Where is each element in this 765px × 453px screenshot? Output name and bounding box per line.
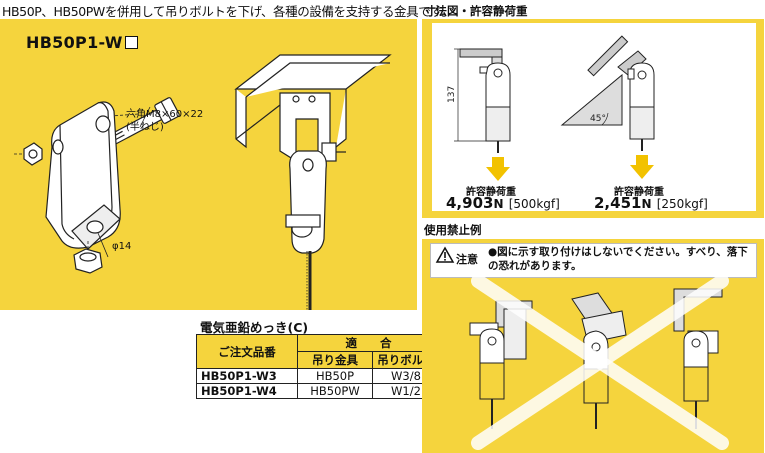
header-order-code: ご注文品番 [196, 334, 298, 369]
angle-dim-label: 45° [590, 114, 606, 124]
load-label-2: 許容静荷重 [614, 187, 664, 198]
prohibited-title: 使用禁止例 [424, 223, 482, 237]
model-variant-box [124, 36, 138, 49]
warning-box [430, 243, 757, 278]
spec-table-title: 電気亜鉛めっき(C) [200, 320, 309, 335]
model-title: HB50P1-W [26, 33, 138, 52]
dimension-title: 寸法図・許容静荷重 [424, 4, 528, 18]
bracket-exploded-drawing [14, 54, 392, 310]
header-hanger: 吊り金具 [297, 351, 373, 369]
table-row: HB50P1-W3 HB50P W3/8 [196, 368, 440, 384]
warning-label: 注意 [456, 253, 478, 266]
dimension-drawing: 137 45° [447, 35, 655, 181]
table-row: HB50P1-W4 HB50PW W1/2 [196, 383, 440, 399]
warning-triangle-icon [435, 246, 455, 263]
load-value-2: 2,451N [250kgf] [594, 194, 708, 212]
prohibited-examples-drawing [469, 274, 729, 450]
header-fit: 適 合 [297, 334, 440, 352]
spec-table: ご注文品番 適 合 吊り金具 吊りボルト HB50P1-W3 HB50P W3/… [196, 334, 440, 399]
bolt-spec-label: 六角M8×60×22 (半ねじ) [126, 109, 204, 133]
intro-text: HB50P、HB50PWを併用して吊りボルトを下げ、各種の設備を支持する金具です… [2, 4, 454, 19]
load-label-1: 許容静荷重 [466, 187, 516, 198]
hole-diameter-label: φ14 [112, 241, 132, 252]
warning-text: ●図に示す取り付けはしないでください。すべり、落下の恐れがあります。 [488, 246, 748, 272]
load-value-1: 4,903N [500kgf] [446, 194, 560, 212]
height-dim-label: 137 [447, 86, 457, 103]
model-code: HB50P1-W [26, 33, 123, 52]
